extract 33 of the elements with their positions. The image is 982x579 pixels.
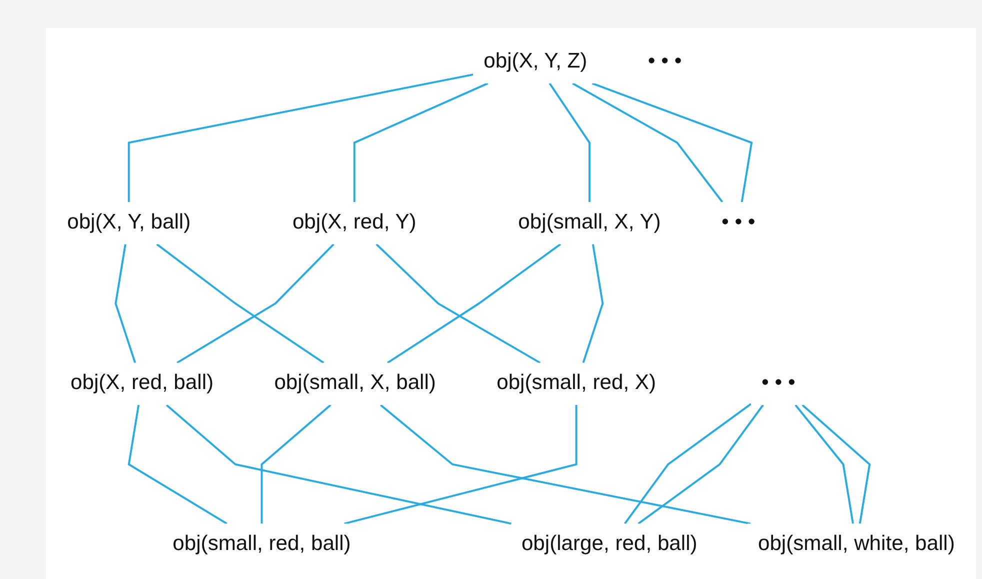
connector [572, 82, 724, 203]
connector [380, 404, 751, 525]
connector [156, 243, 324, 364]
node-text: obj(small, white, ball) [758, 532, 955, 556]
node-text: obj(X, red, ball) [70, 372, 214, 394]
node-text: obj(X, red, Y) [292, 211, 416, 234]
connector [794, 404, 854, 524]
node-text: • • • [721, 211, 756, 234]
connector [166, 404, 512, 525]
connector [344, 405, 578, 525]
connector [624, 403, 752, 524]
connector [176, 243, 334, 364]
connector [260, 404, 332, 524]
node-text: • • • [648, 50, 682, 73]
node-text: obj(small, red, X) [496, 372, 656, 394]
node-text: obj(large, red, ball) [521, 532, 698, 556]
connector [353, 82, 488, 202]
node-text: obj(small, red, ball) [172, 532, 351, 556]
connector [376, 243, 541, 364]
node-text: • • • [762, 372, 796, 394]
node-text: obj(X, Y, ball) [67, 211, 191, 234]
connector [114, 244, 136, 364]
node-text: obj(small, X, ball) [274, 372, 436, 394]
connector [387, 243, 562, 364]
connector [638, 404, 764, 524]
connector [802, 404, 871, 524]
connector [592, 82, 753, 202]
connector [128, 74, 474, 202]
connector [582, 244, 604, 364]
connector [128, 404, 228, 524]
node-text: obj(X, Y, Z) [484, 50, 588, 73]
connector [548, 82, 590, 202]
node-text: obj(small, X, Y) [518, 211, 661, 234]
